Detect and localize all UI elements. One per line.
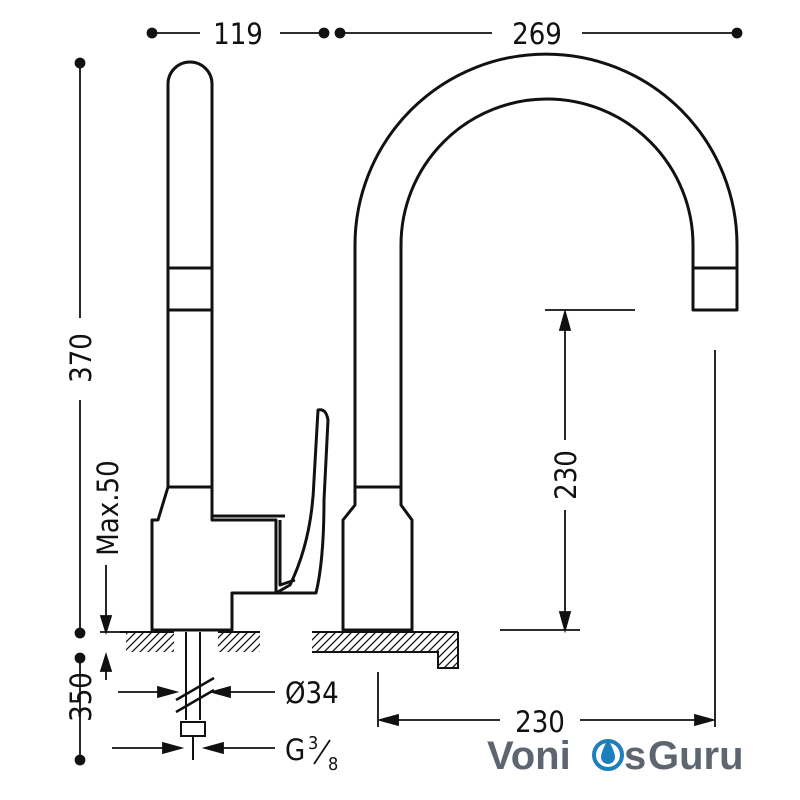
lever-handle: [166, 60, 214, 487]
mixer-body: [150, 486, 278, 632]
water-drop-icon: [592, 739, 624, 771]
thread-prefix: G: [285, 733, 305, 767]
logo-text-guru: Guru: [648, 734, 744, 778]
thread-fraction-bar: [313, 739, 331, 765]
dim-lever-width: 119: [213, 17, 263, 51]
supply-shank: [175, 632, 215, 760]
dim-spout-projection: 230: [515, 705, 565, 739]
thread-numerator: 3: [308, 733, 318, 754]
dim-spout-reach: 269: [512, 17, 562, 51]
dimension-lines: [74, 27, 743, 766]
dim-hole-diameter: Ø34: [285, 676, 339, 710]
dim-total-height: 370: [64, 333, 98, 383]
dim-max-deck: Max.50: [91, 460, 125, 555]
dim-spout-clearance: 230: [549, 450, 583, 500]
countertop: [120, 631, 459, 669]
thread-denominator: 8: [328, 754, 338, 775]
side-paddle-inner: [278, 520, 296, 587]
voniosguru-logo: Voni s Guru: [487, 734, 744, 778]
side-paddle: [274, 408, 330, 595]
dim-shank-length: 350: [64, 672, 98, 722]
logo-text-voni: Voni: [487, 734, 571, 778]
logo-text-s: s: [624, 734, 646, 778]
spout-gooseneck: [341, 52, 739, 632]
dim-thread-size: G 3 8: [285, 733, 338, 775]
